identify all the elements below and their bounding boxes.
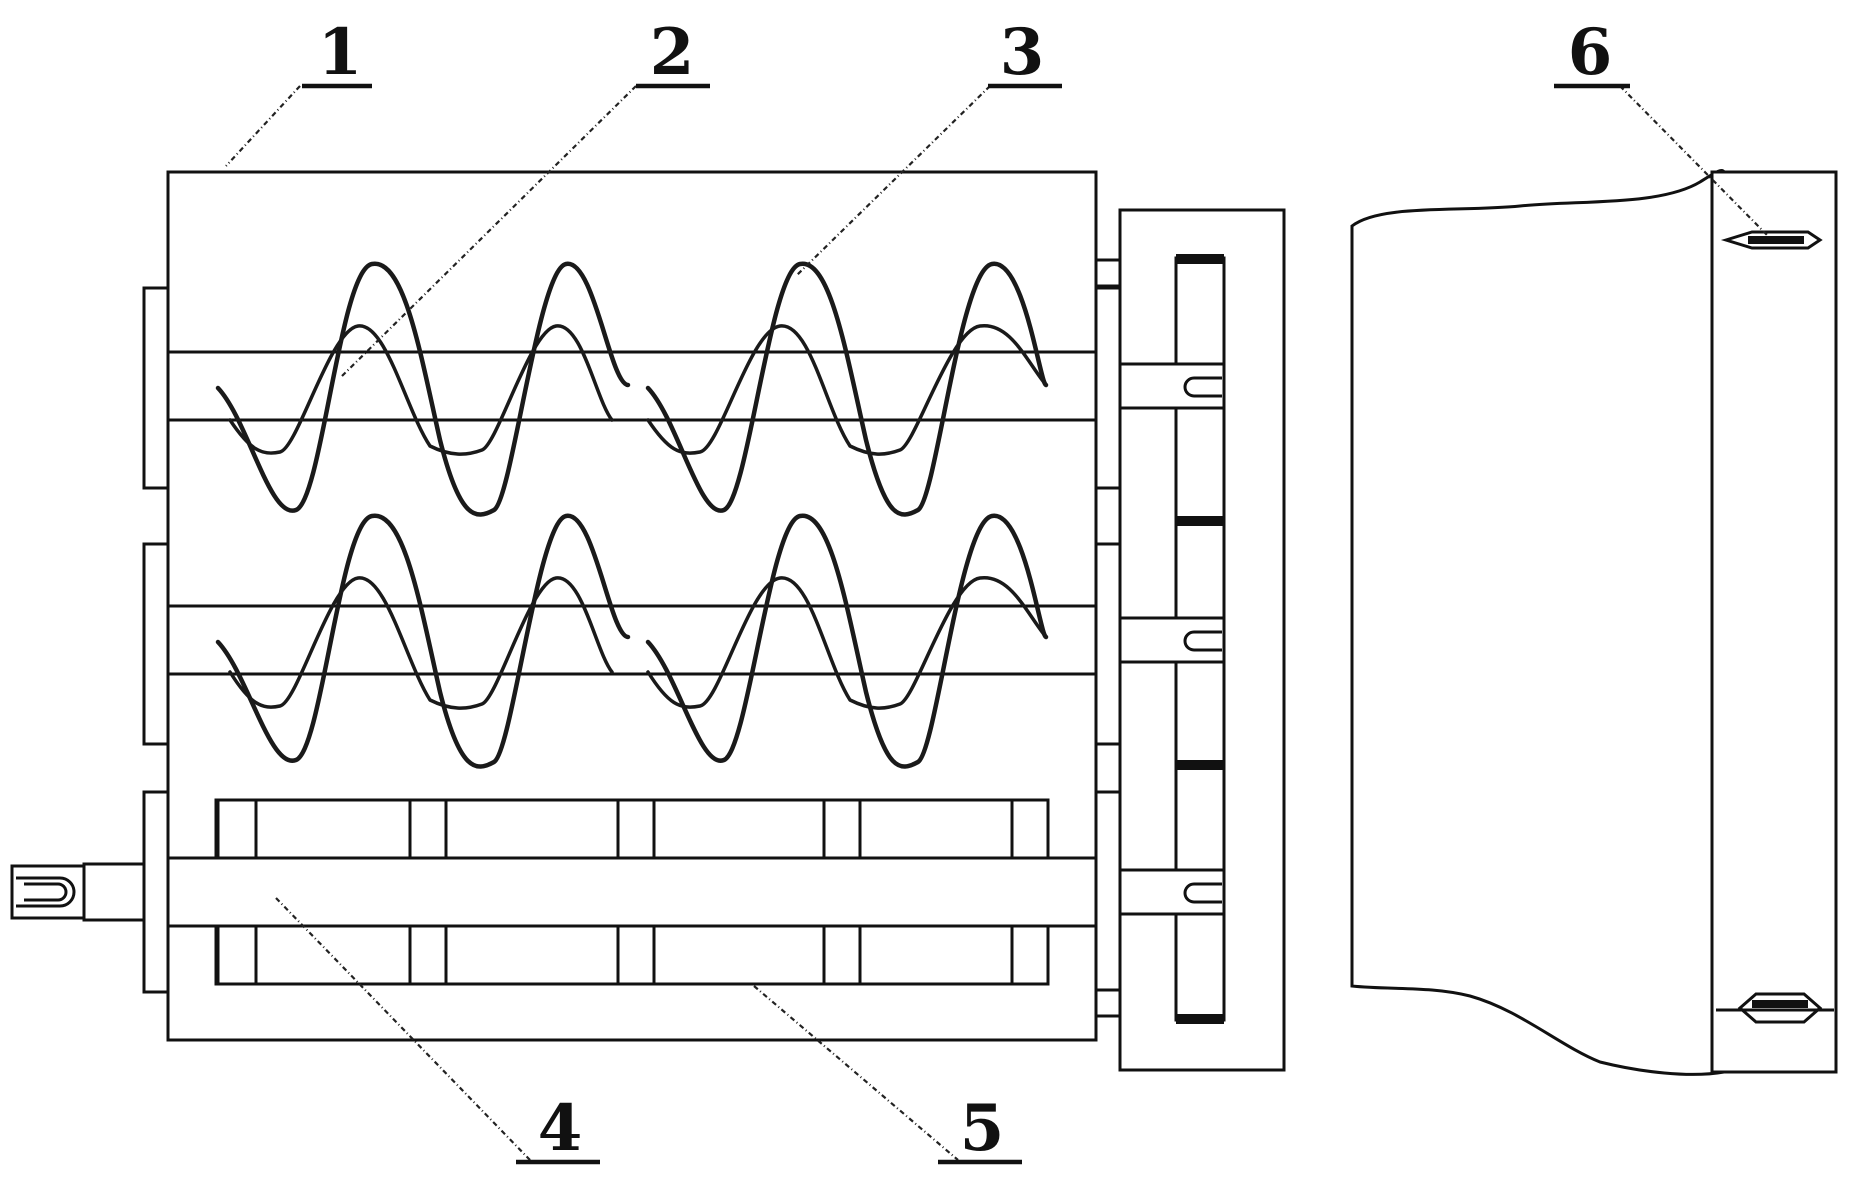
paddle-segment <box>1010 798 1050 860</box>
callout-label: 5 <box>960 1091 1005 1166</box>
callout-label: 3 <box>1000 15 1045 90</box>
paddle-segment <box>216 798 258 860</box>
left-bearing-cap-lower <box>142 790 170 994</box>
gearbox <box>1094 208 1286 1072</box>
callout-4: 4 <box>516 1091 600 1166</box>
left-bearing-cap-middle <box>142 542 170 746</box>
fastener-bottom <box>1716 992 1834 1024</box>
middle-shaft-end <box>1118 616 1226 664</box>
leader-4 <box>275 897 531 1161</box>
helical-blades <box>215 261 1049 769</box>
leader-2 <box>341 85 637 377</box>
right-bearing-cap-lower <box>1094 790 1122 994</box>
gear-edge <box>1176 254 1224 264</box>
paddle-segment <box>822 924 862 986</box>
input-shaft-stub <box>82 862 146 922</box>
callout-6: 6 <box>1554 15 1630 90</box>
upper-screw-shaft <box>166 350 1098 422</box>
leader-3 <box>795 85 991 277</box>
paddle-segment <box>408 798 448 860</box>
middle-helix-inner <box>228 576 1048 710</box>
callout-label: 2 <box>650 15 695 90</box>
cover-broken-body <box>1350 168 1726 1076</box>
paddle-assembly <box>214 798 1050 986</box>
side-cover <box>1350 168 1838 1076</box>
lower-shaft-end <box>1118 868 1226 916</box>
right-bearing-cap-middle <box>1094 542 1122 746</box>
paddle-segment <box>408 924 448 986</box>
keyway <box>16 876 76 908</box>
gearbox-flange <box>1094 258 1122 288</box>
lower-keyway <box>1183 882 1222 904</box>
gear-edge <box>1176 760 1224 770</box>
cover-flange <box>1710 170 1838 1074</box>
paddle-segment <box>616 924 656 986</box>
right-bearing-cap-upper <box>1094 286 1122 490</box>
middle-keyway <box>1183 630 1222 652</box>
callout-1: 1 <box>302 15 372 90</box>
paddle-segment <box>216 924 258 986</box>
gear-edge <box>1176 1014 1224 1024</box>
paddle-segment <box>616 798 656 860</box>
leader-lines <box>225 85 1769 1161</box>
paddle-segment <box>1010 924 1050 986</box>
callout-5: 5 <box>938 1091 1022 1166</box>
left-bearing-cap-upper <box>142 286 170 490</box>
input-shaft-end <box>10 864 86 920</box>
upper-shaft-end <box>1118 362 1226 410</box>
input-shaft <box>10 862 146 922</box>
shafts <box>166 350 1098 928</box>
lower-paddle-shaft <box>166 856 1098 928</box>
gear-edge <box>1176 516 1224 526</box>
upper-keyway <box>1183 376 1222 398</box>
leader-5 <box>753 985 959 1161</box>
upper-helix-inner <box>228 324 1048 456</box>
callout-2: 2 <box>636 15 710 90</box>
leader-1 <box>225 85 301 167</box>
middle-screw-shaft <box>166 604 1098 676</box>
callout-label: 6 <box>1568 15 1613 90</box>
fastener-top <box>1720 230 1823 250</box>
paddle-segment <box>822 798 862 860</box>
upper-helix-outer <box>215 261 1049 517</box>
middle-helix-outer <box>215 513 1049 769</box>
gearbox-flange <box>1094 988 1122 1018</box>
keyway-inner <box>24 882 68 902</box>
callout-3: 3 <box>988 15 1062 90</box>
callout-label: 4 <box>538 1091 583 1166</box>
callout-label: 1 <box>318 15 363 90</box>
